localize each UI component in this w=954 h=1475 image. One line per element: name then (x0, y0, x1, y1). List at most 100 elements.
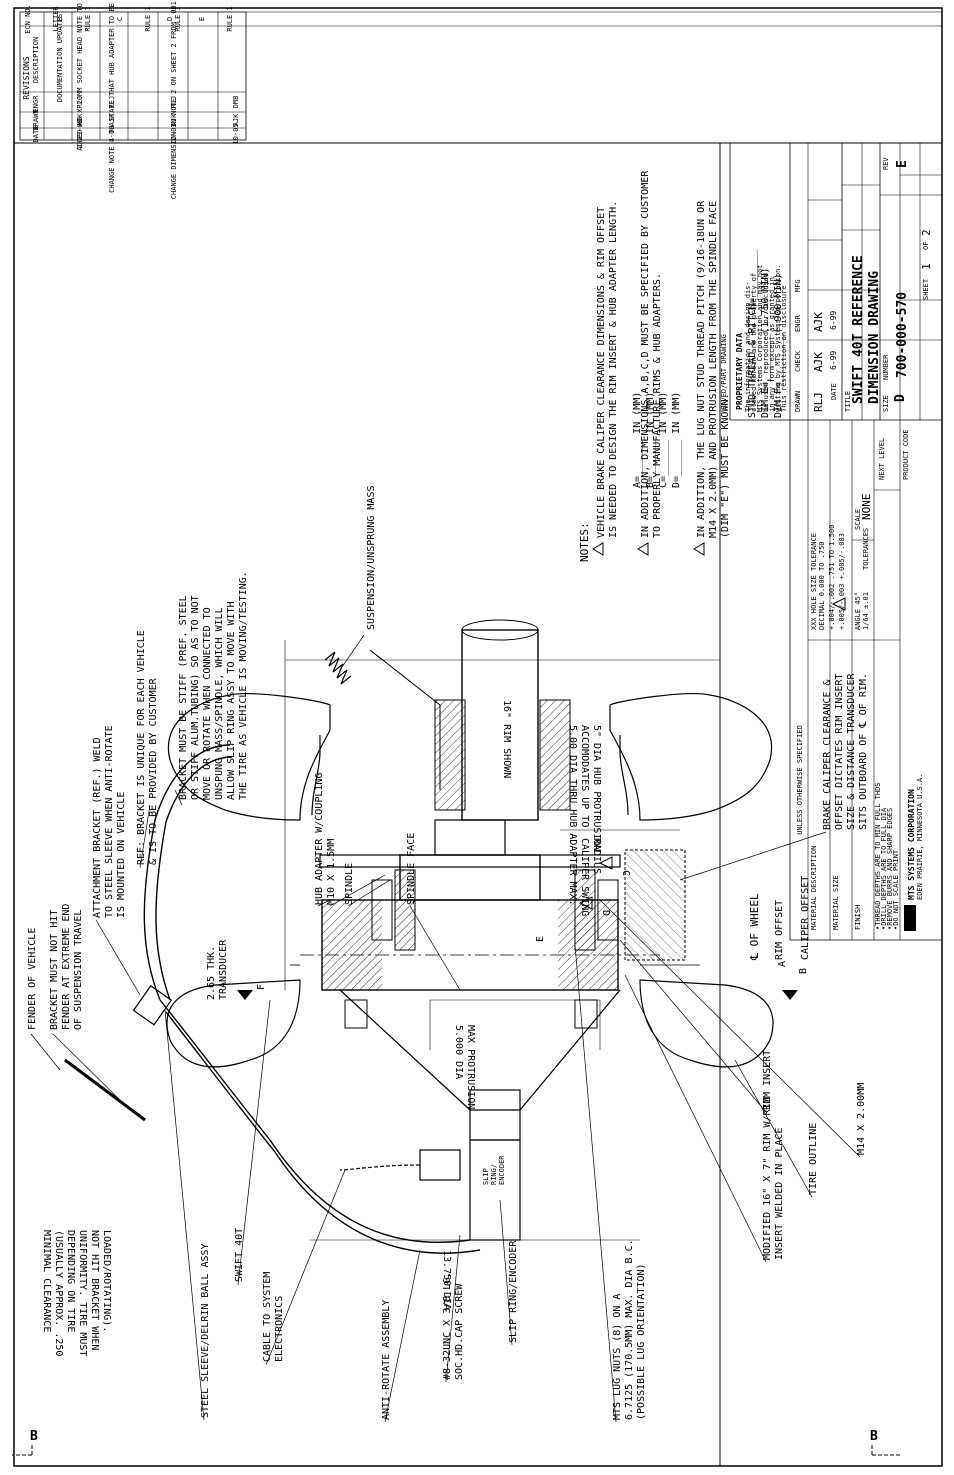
dim-letter-c: C (620, 870, 631, 876)
note-2-line: TO PROPERLY MANUFACTURE RIMS & HUB ADAPT… (652, 273, 663, 538)
dim-letter-e: E (535, 936, 546, 942)
dim-d-flag-icon (578, 896, 593, 910)
callout-min-clearance-3: DEPENDING ON TIRE (65, 1230, 76, 1332)
rim-bottom (619, 735, 629, 816)
unless-specified: UNLESS OTHERWISE SPECIFIED (796, 725, 804, 835)
rev-row-drawn: RLJ (170, 96, 178, 109)
check-label: CHECK (794, 350, 802, 372)
rev-row-desc: CHANGE DIMENSION IN NOTE 2 ON SHEET 2 FR… (170, 0, 178, 199)
rev-row-desc: ADDED M6 X 20MM SOCKET HEAD NOTE TO SHEE… (76, 0, 84, 151)
callout-thru-hub-2: ACCOMODATES UP TO (579, 725, 590, 827)
section-markers: B B (12, 1429, 900, 1456)
rev-row-letter: E (198, 17, 206, 21)
callout-min-clearance-4: UNIFORMITY. TIRE MUST (77, 1230, 88, 1356)
date-label: DATE (830, 383, 838, 400)
callouts: SUSPENSION/UNSPRUNG MASS REF: BRACKET IS… (27, 486, 869, 1421)
callout-max-protrusion-2: MAX PROTRUSION (465, 1025, 476, 1109)
tire-outline-top (167, 693, 331, 821)
callout-bracket-stiff-4: UNSPUNG MASS/SPINDLE, WHICH WILL (214, 607, 225, 800)
title-block: SAVED/PART DRAWING PROPRIETARY DATA The … (720, 143, 942, 421)
section-marker-left: B (30, 1429, 38, 1444)
scale-value: NONE (860, 494, 873, 521)
callout-bracket-stiff-3: MOVE OR ROTATE WHEN CONNECTED TO (202, 607, 213, 800)
callout-thickness-2: TRANSDUCER (218, 939, 229, 1000)
tolerance-row: DECIMAL 0.000 TO .750 (818, 541, 826, 630)
callout-cable: CABLE TO SYSTEM (262, 1272, 273, 1362)
svg-text:be used, reproduced, or disclo: be used, reproduced, or disclosed (762, 273, 770, 412)
callout-brake-caliper-2: OFFSET DICTATES RIM INSERT (834, 673, 845, 830)
rev-header-letter: LETTER (52, 6, 60, 32)
revisions-table: REVISIONS DESCRIPTION DRAWN ENGR DATE LE… (19, 0, 942, 199)
suspension-spring (324, 651, 352, 685)
rev-header-drawn: DRAWN (32, 109, 40, 130)
dim-f-blank: DIM F=________(.900 MIN) (773, 274, 784, 419)
callout-spindle: SPINDLE (344, 863, 355, 905)
company-address: EDEN PRAIRIE, MINNESOTA U.S.A. (916, 774, 924, 900)
drawn-value: RLJ (812, 392, 825, 412)
rev-row-ecn: RULE 1 (84, 6, 92, 31)
assembly-drawing (64, 619, 798, 1254)
note-remove-burrs: •REMOVE BURRS AND SHARP EDGES (886, 808, 894, 930)
rev-row-date: 10-05 (232, 123, 240, 144)
callout-hub-adapter: HUB ADAPTER W/COUPLING (314, 773, 325, 905)
engr-label: ENGR (794, 314, 802, 332)
callout-cable-2: ELECTRONICS (274, 1296, 285, 1362)
engr-value: AJK (812, 312, 825, 332)
callout-max-protrusion: 5.000 DIA (453, 1025, 464, 1079)
callout-fender: FENDER OF VEHICLE (27, 928, 38, 1030)
callout-min-clearance-5: NOT HIT BRACKET WHEN (89, 1230, 100, 1350)
svg-text:MTS Systems Corporation and ma: MTS Systems Corporation and may not (756, 264, 764, 412)
callout-bracket-stiff-6: THE TIRE AS VEHICLE IS MOVING/TESTING. (238, 571, 249, 800)
dim-letter-a: A (777, 961, 788, 967)
callout-brake-caliper: BRAKE CALIPER CLEARANCE & (822, 679, 833, 830)
note-1-line: VEHICLE BRAKE CALIPER CLEARANCE DIMENSIO… (596, 207, 607, 538)
callout-caliper-offset: CALIPER OFFSET (800, 876, 811, 960)
callout-brake-caliper-4: SITS OUTBOARD OF ℄ OF RIM. (858, 673, 869, 830)
drawing-number: 700-000-570 (895, 292, 910, 378)
svg-text:writing by MTS Systems Corpora: writing by MTS Systems Corporation. (774, 264, 782, 412)
callout-min-clearance-6: LOADED/ROTATING). (101, 1230, 112, 1332)
proprietary-title: PROPRIETARY DATA (735, 333, 744, 410)
size-value: D (893, 394, 908, 402)
bracket (143, 744, 231, 1001)
rev-label: REV (882, 157, 890, 170)
rev-row-ecn: RULE 1 (226, 6, 234, 31)
title-line-1: SWIFT 40T REFERENCE (851, 255, 866, 404)
saved-as-label: SAVED/PART DRAWING (720, 334, 728, 410)
callout-swift: SWIFT 40T (234, 1228, 245, 1282)
brake-caliper-flag-icon (831, 597, 846, 611)
rev-row-ecn: RULE 1 (174, 6, 182, 31)
note-thread-depths: •THREAD DEPTHS ARE TO MIN FULL THDS (874, 782, 882, 930)
callout-anti-rotate: ANTI-ROTATE ASSEMBLY (381, 1300, 392, 1420)
callout-lug-nuts: MTS LUG NUTS (8) ON A (612, 1294, 623, 1420)
note-drill-depths: •DRILL DEPTHS ARE TO FULL DIA (880, 807, 888, 930)
callout-m10: M10 X 1.5MM (326, 839, 337, 905)
dim-letter-b: B (798, 968, 809, 974)
tolerance-row: XXX HOLE SIZE TOLERANCE (810, 533, 818, 630)
callout-steel-sleeve: STEEL SLEEVE/DELRIN BALL ASSY (200, 1243, 211, 1418)
rim-top (311, 735, 321, 816)
rev-header-description: DESCRIPTION (32, 37, 40, 83)
callout-thickness: 2.65 THK. (206, 946, 217, 1000)
company-name: MTS SYSTEMS CORPORATION (907, 789, 916, 900)
callout-brake-caliper-3: SIZE & DISTANCE TRANSDUCER (846, 672, 857, 830)
slip-ring-box-label-3: ENCODER (498, 1155, 506, 1185)
callout-screw: #8-32UNC X 3/8 LG. (442, 1272, 453, 1380)
callout-ref-bracket: REF: BRACKET IS UNIQUE FOR EACH VEHICLE (136, 630, 147, 865)
mfg-label: MFG (794, 279, 802, 292)
slip-ring-box-label-2: RING/ (490, 1164, 498, 1185)
callout-attachment-2: TO STEEL SLEEVE WHEN ANTI-ROTATE (104, 725, 115, 918)
rev-row-letter: C (116, 17, 124, 21)
callout-thru-hub: 5.00 DIA THRU HUB ADAPTER MAX. (567, 725, 578, 906)
section-marker-right: B (870, 1429, 878, 1444)
tire-outline-bottom (609, 693, 773, 821)
material-block: UNLESS OTHERWISE SPECIFIED MATERIAL DESC… (789, 420, 943, 941)
dim-letter-f: F (256, 984, 267, 990)
note-1-flag-icon (592, 542, 604, 556)
callout-modified-rim-2: INSERT WELDED IN PLACE (774, 1128, 785, 1260)
dim-c-flag-icon (598, 856, 613, 870)
sheet-of: OF (922, 242, 930, 250)
callout-suspension: SUSPENSION/UNSPRUNG MASS (366, 486, 377, 631)
svg-text:in any form except as granted: in any form except as granted in (768, 277, 776, 412)
